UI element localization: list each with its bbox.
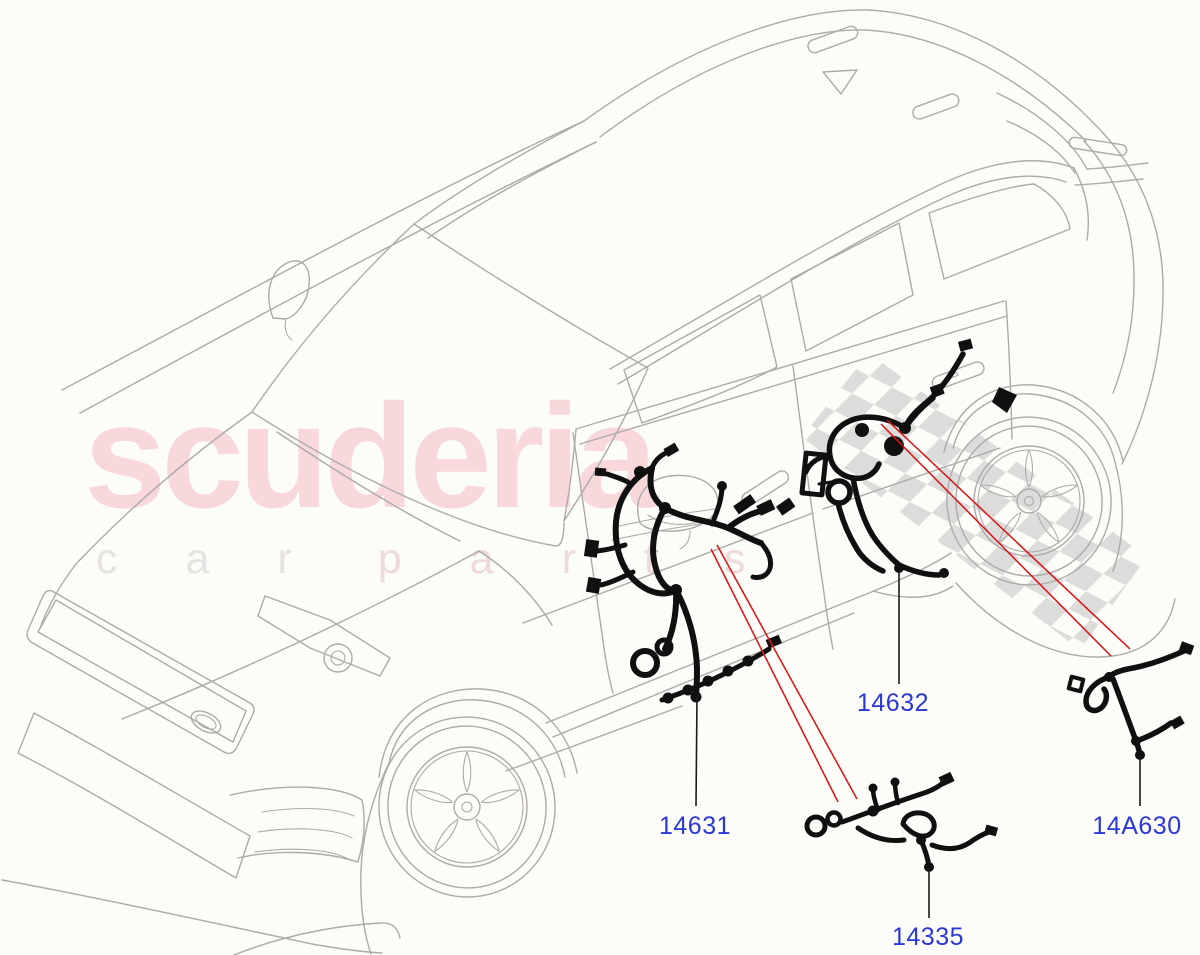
part-label-14a630[interactable]: 14A630: [1092, 812, 1182, 840]
part-label-14335[interactable]: 14335: [891, 923, 965, 951]
part-label-14631[interactable]: 14631: [658, 812, 732, 840]
far-side-mirror: [268, 260, 310, 341]
front-door-harness[interactable]: [583, 442, 796, 704]
door-harness-14335[interactable]: [804, 771, 999, 872]
door-harness-14a630[interactable]: [1066, 641, 1195, 760]
front-bumper: [1, 712, 401, 955]
callout-lines-red: [710, 419, 1131, 803]
watermark-brand: scuderia: [84, 374, 658, 539]
watermark-word-parts: parts: [377, 535, 814, 583]
front-wheel: [360, 688, 578, 955]
rear-door-harness[interactable]: [799, 338, 1017, 578]
front-grille: [26, 589, 255, 755]
leader-lines: [695, 572, 1141, 918]
rear-wheel: [946, 416, 1112, 586]
car-outline: [1, 9, 1176, 955]
watermark-tagline: car parts: [96, 538, 813, 581]
part-label-14632[interactable]: 14632: [856, 689, 930, 717]
watermark-word-car: car: [96, 535, 360, 583]
